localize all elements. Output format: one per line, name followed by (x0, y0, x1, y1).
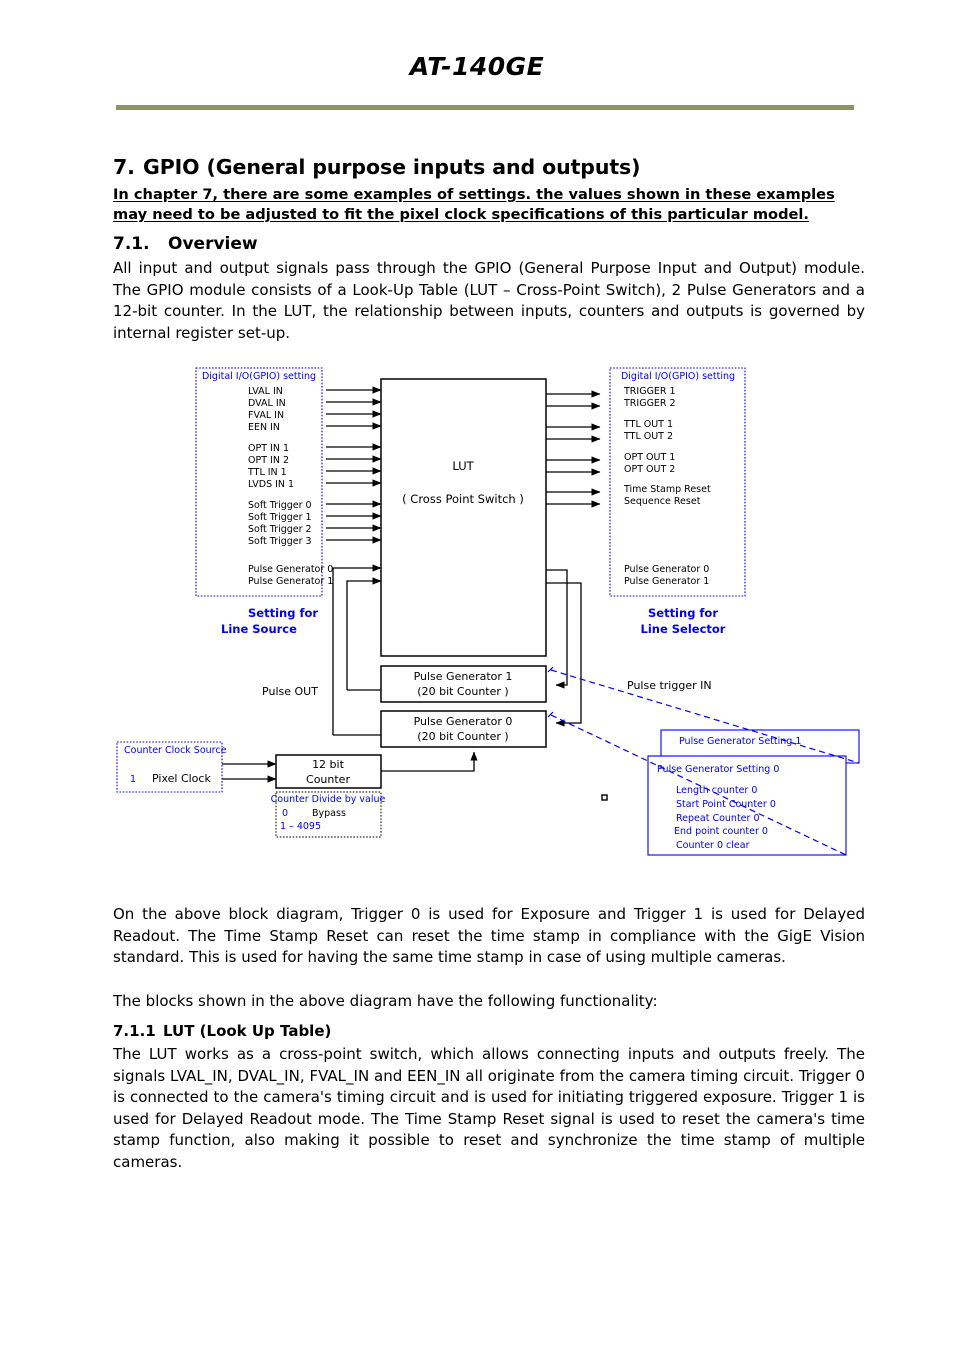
overview-paragraph: All input and output signals pass throug… (113, 259, 865, 342)
after-diagram-paragraph-2: The blocks shown in the above diagram ha… (113, 991, 658, 1010)
pulse-generator-setting-0-heading: Pulse Generator Setting 0 (657, 764, 779, 775)
counter-block-label-line2: Counter (306, 773, 350, 786)
output-signal-label: TRIGGER 2 (623, 398, 676, 409)
pulse-feedback-wires (332, 564, 382, 735)
clock-arrows (222, 760, 277, 783)
input-box-caption-line2: Line Source (221, 622, 297, 636)
pulse-generator-1-block (380, 665, 547, 703)
section-heading: 7. GPIO (General purpose inputs and outpu… (113, 155, 865, 179)
pulse-setting-callout-hooks (547, 666, 554, 718)
output-box-caption-line2: Line Selector (641, 622, 726, 636)
counter-divide-row1-index: 0 (282, 808, 288, 819)
pulse-generator-setting-0-item: Length counter 0 (676, 785, 757, 796)
output-signal-label: Pulse Generator 1 (624, 576, 709, 587)
counter-divide-row1-value: Bypass (312, 808, 346, 819)
overview-number: 7.1. (113, 234, 150, 254)
output-signal-label: OPT OUT 2 (624, 464, 675, 475)
input-box-heading: Digital I/O(GPIO) setting (202, 371, 316, 382)
counter-clock-source-index: 1 (130, 774, 136, 785)
input-signal-label: LVAL IN (248, 386, 283, 397)
pulse-out-wires (333, 689, 381, 736)
input-signal-label: FVAL IN (248, 410, 284, 421)
input-signal-label: OPT IN 2 (248, 455, 289, 466)
counter-to-pulsegen-wire (381, 751, 478, 772)
lut-to-pulsegen-wires (546, 569, 582, 727)
input-signal-label: Soft Trigger 1 (248, 512, 312, 523)
counter-divide-row2: 1 – 4095 (280, 821, 321, 832)
input-box-caption-line1: Setting for (248, 606, 318, 620)
lut-section-number: 7.1.1 (113, 1022, 156, 1040)
after-diagram-paragraph-1: On the above block diagram, Trigger 0 is… (113, 905, 865, 966)
page-header: AT-140GE (0, 52, 954, 81)
lut-block (380, 378, 547, 657)
input-signal-label: OPT IN 1 (248, 443, 289, 454)
counter-divide-box (275, 791, 382, 838)
input-signal-label: DVAL IN (248, 398, 286, 409)
output-signal-label: Pulse Generator 0 (624, 564, 709, 575)
pulse-generator-0-label-line1: Pulse Generator 0 (414, 715, 513, 728)
overview-title: Overview (168, 234, 258, 254)
header-divider (116, 105, 854, 110)
counter-block-label-line1: 12 bit (312, 758, 345, 771)
input-signal-label: Soft Trigger 0 (248, 500, 312, 511)
input-signal-label: Soft Trigger 3 (248, 536, 312, 547)
counter-divide-heading: Counter Divide by value (271, 794, 386, 805)
output-arrows (546, 390, 601, 508)
document-title: AT-140GE (409, 52, 545, 81)
pulse-trigger-in-label: Pulse trigger IN (627, 679, 712, 692)
pulse-setting-callout-lines (550, 669, 860, 856)
output-signal-label: TRIGGER 1 (623, 386, 676, 397)
section-number: 7. (113, 155, 135, 179)
input-signal-label: Pulse Generator 0 (248, 564, 333, 575)
input-signal-label: Soft Trigger 2 (248, 524, 312, 535)
input-settings-box (195, 367, 323, 597)
counter-block (275, 754, 382, 789)
pulse-out-label: Pulse OUT (262, 685, 318, 698)
input-signal-label: TTL IN 1 (247, 467, 287, 478)
output-box-heading: Digital I/O(GPIO) setting (621, 371, 735, 382)
counter-clock-source-box (116, 741, 223, 793)
output-settings-box (609, 367, 746, 597)
pulse-generator-1-label-line2: (20 bit Counter ) (417, 685, 508, 698)
lut-section-paragraph: The LUT works as a cross-point switch, w… (113, 1045, 865, 1171)
lut-block-label-line1: LUT (452, 459, 474, 473)
lut-section-heading: 7.1.1 LUT (Look Up Table) (113, 1022, 865, 1040)
pulse-generator-setting-1-box (660, 729, 860, 764)
output-signal-label: Sequence Reset (624, 496, 701, 507)
output-signal-label: TTL OUT 1 (623, 419, 673, 430)
output-signal-label: OPT OUT 1 (624, 452, 675, 463)
diagram-square-marker (601, 794, 608, 801)
pulse-generator-setting-0-item: Counter 0 clear (676, 840, 750, 851)
input-signal-label: LVDS IN 1 (248, 479, 294, 490)
pulse-generator-0-block (380, 710, 547, 748)
input-arrows (326, 386, 382, 544)
lut-section-title: LUT (Look Up Table) (163, 1022, 332, 1040)
counter-clock-source-value: Pixel Clock (152, 772, 211, 785)
pulse-generator-setting-0-item: Start Point Counter 0 (676, 799, 776, 810)
pulse-generator-setting-0-box (647, 755, 847, 856)
counter-clock-source-heading: Counter Clock Source (124, 745, 227, 756)
overview-heading: 7.1. Overview (113, 234, 865, 254)
input-signal-label: EEN IN (248, 422, 280, 433)
output-signal-label: Time Stamp Reset (623, 484, 711, 495)
input-signal-label: Pulse Generator 1 (248, 576, 333, 587)
pulse-generator-setting-0-item: Repeat Counter 0 (676, 813, 760, 824)
chapter-note: In chapter 7, there are some examples of… (113, 186, 835, 223)
pulse-generator-0-label-line2: (20 bit Counter ) (417, 730, 508, 743)
pulse-generator-setting-0-item: End point counter 0 (674, 826, 768, 837)
lut-block-label-line2: ( Cross Point Switch ) (402, 492, 524, 506)
pulse-generator-setting-1-heading: Pulse Generator Setting 1 (679, 736, 801, 747)
output-box-caption-line1: Setting for (648, 606, 718, 620)
pulse-generator-1-label-line1: Pulse Generator 1 (414, 670, 513, 683)
section-title: GPIO (General purpose inputs and outputs… (143, 155, 641, 179)
output-signal-label: TTL OUT 2 (623, 431, 673, 442)
